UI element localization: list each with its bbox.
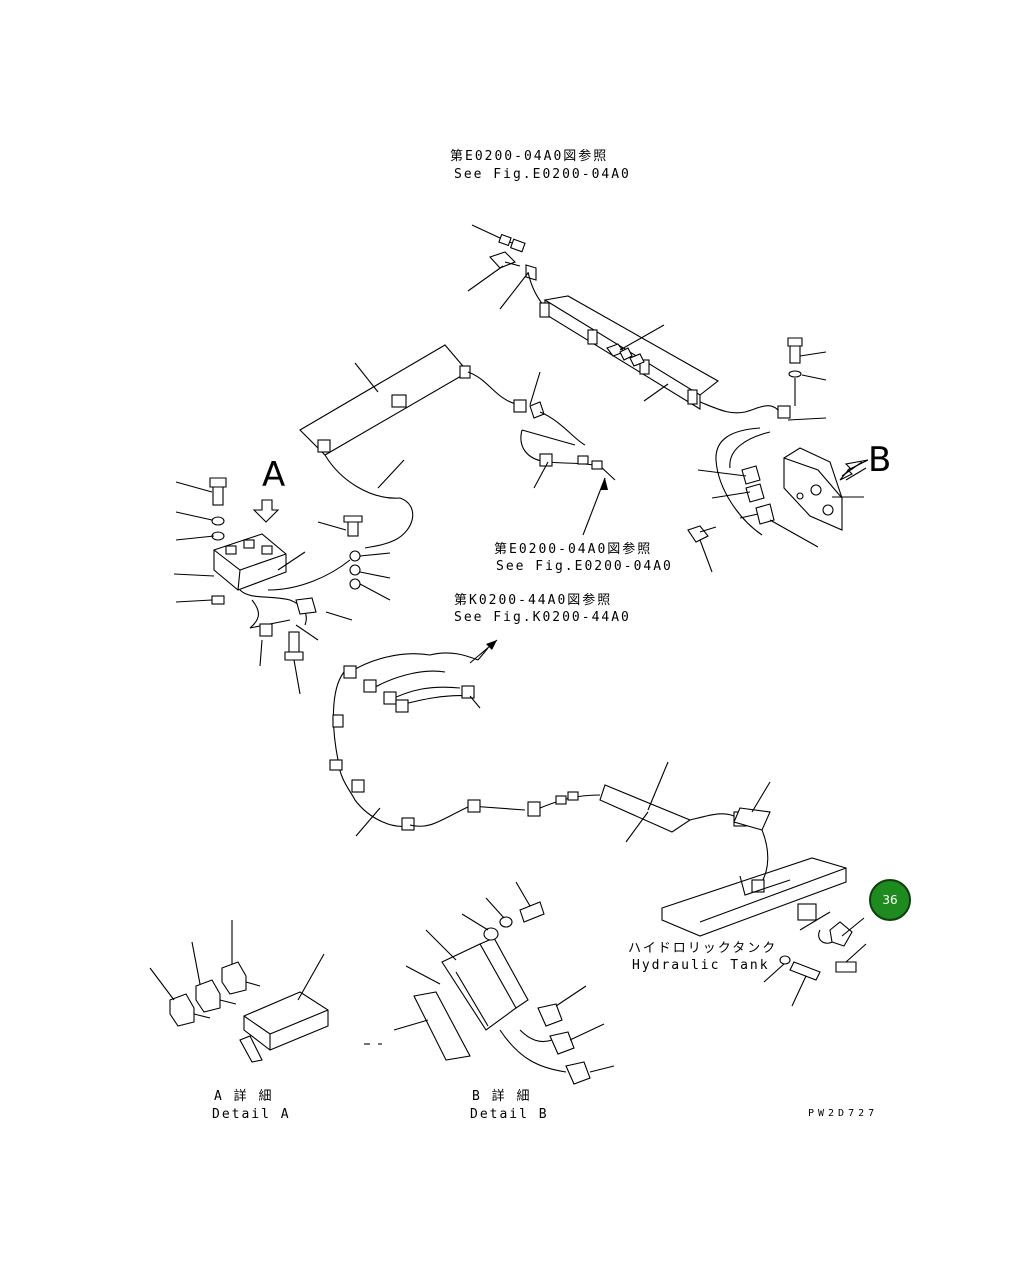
lower-harness	[329, 639, 771, 893]
drawing-code: PW2D727	[808, 1108, 879, 1119]
box-b-assembly	[687, 427, 869, 573]
box-a-assembly	[173, 477, 391, 695]
middle-harness	[299, 344, 616, 549]
detail-b-title-jp: B 詳 細	[472, 1089, 532, 1104]
detail-a-title-en: Detail A	[212, 1107, 291, 1122]
lower-reference-jp: 第K0200-44A0図参照	[454, 593, 613, 608]
middle-reference-en: See Fig.E0200-04A0	[496, 559, 673, 574]
upper-harness	[467, 224, 827, 421]
top-reference-jp: 第E0200-04A0図参照	[450, 149, 609, 164]
detail-b	[364, 881, 615, 1085]
callout-badge-36[interactable]: 36	[869, 879, 911, 921]
view-marker-a: A	[262, 455, 286, 495]
hydraulic-tank-label-en: Hydraulic Tank	[632, 958, 770, 973]
top-reference-en: See Fig.E0200-04A0	[454, 167, 631, 182]
detail-b-title-en: Detail B	[470, 1107, 549, 1122]
hydraulic-tank-plate	[661, 857, 867, 1007]
view-marker-b: B	[868, 440, 892, 480]
middle-reference-jp: 第E0200-04A0図参照	[494, 542, 653, 557]
hydraulic-tank-label-jp: ハイドロリックタンク	[628, 941, 778, 956]
detail-a-title-jp: A 詳 細	[214, 1089, 274, 1104]
lower-reference-en: See Fig.K0200-44A0	[454, 610, 631, 625]
detail-a	[149, 920, 329, 1063]
